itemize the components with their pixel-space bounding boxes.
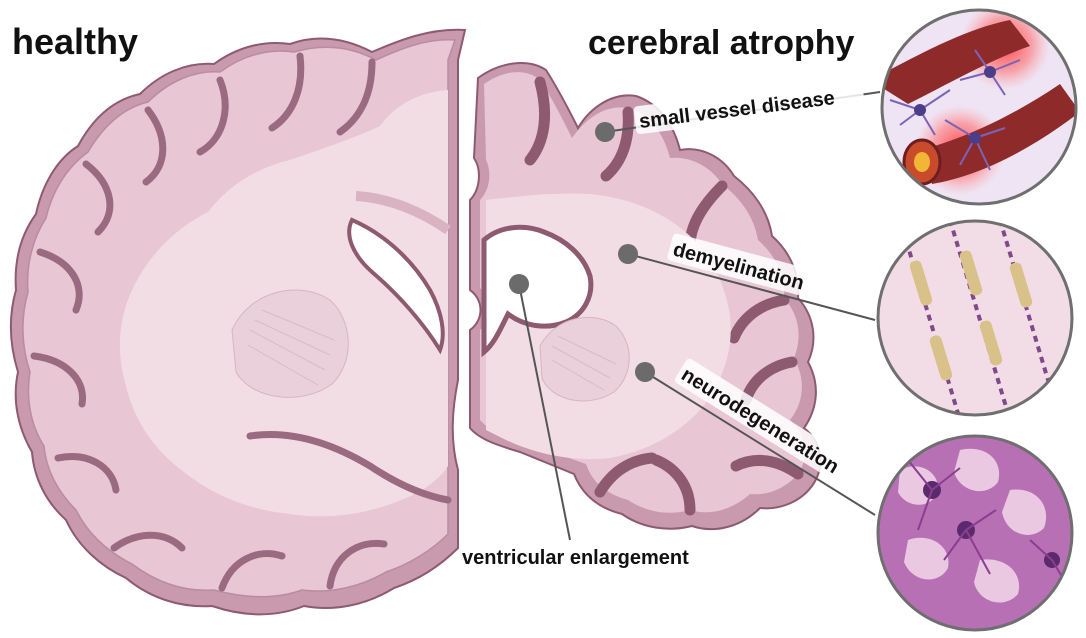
blood-vessel-icon — [882, 20, 1030, 104]
healthy-hemisphere — [9, 28, 467, 616]
inset-neurodegeneration — [876, 434, 1074, 632]
marker-demyelination — [618, 244, 638, 264]
inset-demyelination — [876, 219, 1074, 417]
label-ventricular-enlargement: ventricular enlargement — [462, 547, 689, 569]
healthy-basal-ganglia — [231, 289, 349, 398]
enlarged-ventricle — [481, 224, 594, 358]
marker-ventricular-enlargement — [509, 274, 529, 294]
atrophic-basal-ganglia — [539, 316, 630, 402]
marker-small-vessel-disease — [595, 122, 615, 142]
inset-small-vessel-disease — [880, 8, 1078, 206]
myelinated-axons-icon — [898, 221, 1062, 415]
healthy-ventricle — [347, 217, 445, 355]
marker-neurodegeneration — [635, 362, 655, 382]
heading-cerebral-atrophy: cerebral atrophy — [588, 24, 855, 62]
heading-healthy: healthy — [12, 21, 138, 62]
glial-cells-icon — [889, 49, 1021, 171]
healthy-sulci — [30, 52, 388, 592]
